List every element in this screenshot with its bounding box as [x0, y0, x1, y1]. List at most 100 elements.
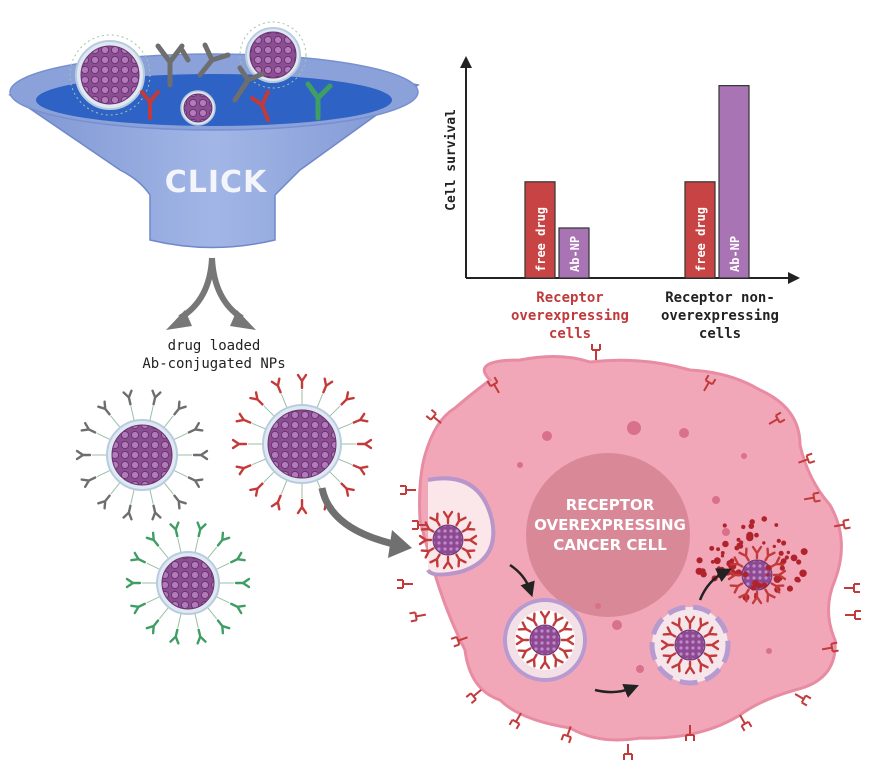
- antibody: [187, 476, 204, 489]
- antibody: [418, 534, 433, 546]
- antibody: [420, 547, 435, 559]
- antibody: [122, 504, 133, 521]
- funnel-contents: [69, 21, 333, 126]
- drug-particle: [762, 541, 766, 545]
- vesicle-spot: [766, 648, 772, 654]
- antibody: [764, 547, 776, 562]
- receptor: [685, 725, 695, 741]
- receptor: [845, 610, 861, 620]
- arrow-to-cell: [318, 487, 399, 549]
- drug-particle: [786, 585, 794, 592]
- x-axis-arrow: [788, 272, 800, 284]
- drug-particle: [709, 545, 715, 551]
- receptor: [397, 579, 413, 589]
- vesicle-spot: [679, 428, 689, 438]
- receptor: [703, 374, 717, 392]
- antibody-green: [305, 81, 333, 121]
- receptor: [821, 641, 839, 653]
- antibody: [517, 621, 532, 633]
- drug-particle: [741, 524, 746, 530]
- antibody: [151, 504, 162, 521]
- drug-particle: [720, 554, 725, 558]
- antibody: [738, 547, 750, 562]
- antibody-grey: [155, 42, 265, 103]
- receptor: [591, 344, 601, 360]
- arrow-endosome-to-late: [594, 683, 639, 698]
- receptor: [803, 491, 821, 503]
- antibody: [539, 610, 551, 625]
- antibody: [729, 582, 744, 594]
- antibody: [235, 412, 252, 424]
- antibody: [662, 626, 677, 638]
- antibody: [270, 494, 282, 511]
- antibody: [662, 652, 677, 664]
- antibody: [751, 590, 763, 605]
- drug-particle: [696, 557, 703, 564]
- drug-particle: [720, 550, 725, 555]
- antibody: [151, 389, 162, 406]
- receptor: [400, 485, 416, 495]
- vesicle-spot: [517, 462, 523, 468]
- receptor: [768, 411, 786, 425]
- arrow-to-cell-head: [388, 530, 412, 558]
- antibody: [705, 639, 720, 651]
- receptor: [450, 635, 468, 648]
- antibody: [145, 531, 160, 547]
- drug-particle: [786, 550, 791, 555]
- bar-free-drug: free drug: [684, 181, 716, 279]
- drug-particle: [722, 540, 729, 548]
- x-category-label: overexpressing: [661, 308, 779, 324]
- antibody: [270, 377, 282, 394]
- vesicle-spot: [741, 453, 747, 459]
- x-category-label: cells: [699, 326, 741, 342]
- antibody: [552, 612, 564, 627]
- drug-particle: [713, 557, 721, 565]
- bar-ab-np: Ab-NP: [558, 227, 590, 279]
- antibody: [751, 545, 763, 560]
- drug-particle: [750, 585, 757, 591]
- vesicle-spot: [627, 421, 641, 435]
- vesicle-spot: [722, 528, 730, 536]
- x-category-label: cells: [549, 326, 591, 342]
- nanoparticle-internalizing: [432, 524, 464, 556]
- nanoparticle: [180, 90, 216, 126]
- bar-label: free drug: [534, 207, 548, 272]
- antibody: [770, 582, 785, 594]
- antibody: [420, 521, 435, 533]
- drug-particle: [799, 569, 807, 578]
- antibody: [296, 498, 308, 515]
- drug-particle: [761, 516, 768, 522]
- antibody: [671, 617, 683, 632]
- antibody: [192, 449, 209, 461]
- arrow-pocket-to-endosome: [509, 563, 535, 598]
- antibody: [729, 556, 744, 568]
- antibody: [352, 412, 369, 424]
- drug-particle: [774, 523, 779, 527]
- drug-particle: [749, 519, 755, 525]
- antibody: [429, 512, 441, 527]
- antibody: [296, 373, 308, 390]
- vesicle-spot: [712, 496, 720, 504]
- antibody: [684, 660, 696, 675]
- antibody: [249, 482, 264, 497]
- y-axis-label: Cell survival: [444, 109, 459, 211]
- drug-particle: [779, 565, 785, 571]
- drug-particle: [739, 540, 744, 545]
- drug-particle: [793, 556, 797, 560]
- x-category-label: Receptor non-: [665, 290, 775, 306]
- drug-particle: [752, 579, 759, 587]
- cell-surface-receptors: [397, 344, 861, 760]
- receptor: [794, 693, 812, 707]
- click-funnel: CLICK: [8, 53, 420, 249]
- antibody: [216, 531, 231, 547]
- split-arrows: [166, 257, 256, 330]
- receptor: [425, 409, 442, 424]
- antibody: [235, 464, 252, 476]
- receptor: [560, 726, 573, 744]
- receptor: [508, 712, 522, 730]
- nanoparticle: [239, 21, 307, 89]
- antibody: [539, 655, 551, 670]
